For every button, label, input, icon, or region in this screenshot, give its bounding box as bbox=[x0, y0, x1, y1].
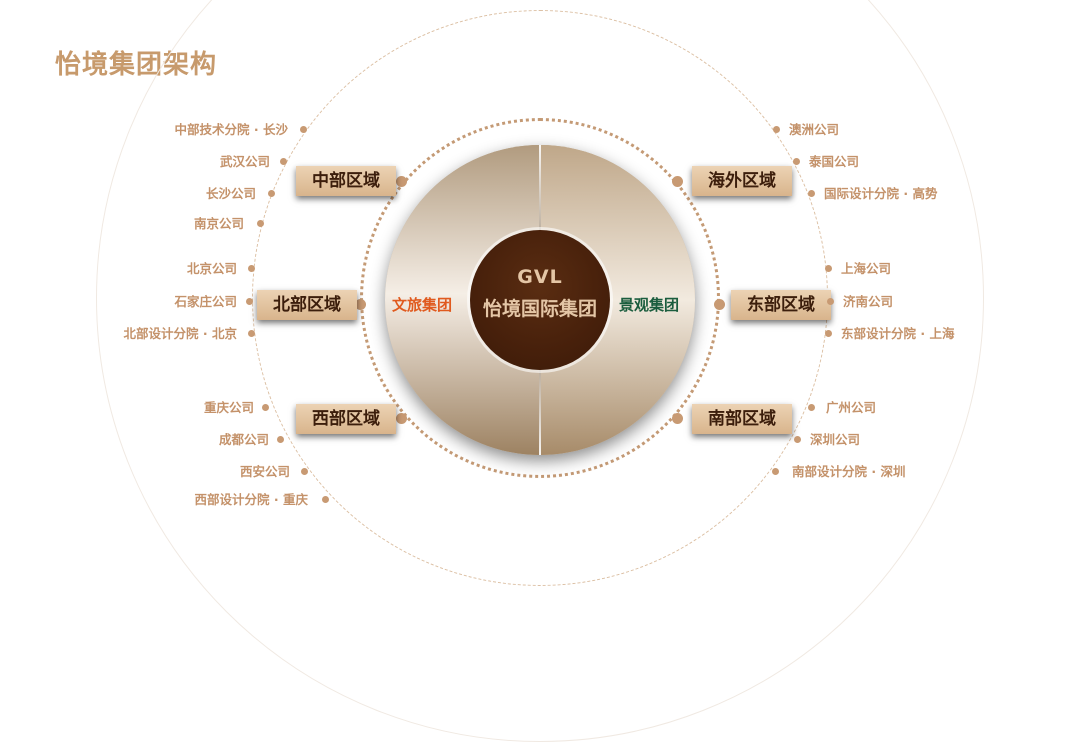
branch-central-1: 中部技术分院 · 长沙 bbox=[174, 122, 288, 137]
core-circle: GVL 怡境国际集团 bbox=[470, 230, 610, 370]
branch-dot bbox=[793, 158, 800, 165]
group-landscape: 景观集团 bbox=[619, 296, 680, 314]
branch-west-1: 重庆公司 bbox=[203, 400, 254, 415]
node-dot bbox=[714, 299, 725, 310]
region-south: 南部区域 bbox=[692, 404, 792, 434]
branch-east-1: 上海公司 bbox=[841, 261, 892, 276]
branch-north-3: 北部设计分院 · 北京 bbox=[123, 326, 237, 341]
branch-dot bbox=[280, 158, 287, 165]
branch-north-2: 石家庄公司 bbox=[174, 294, 237, 309]
group-culture-tourism: 文旅集团 bbox=[392, 296, 453, 314]
region-overseas: 海外区域 bbox=[692, 166, 792, 196]
branch-overseas-1: 澳洲公司 bbox=[789, 122, 840, 137]
node-dot bbox=[672, 413, 683, 424]
branch-dot bbox=[794, 436, 801, 443]
branch-dot bbox=[825, 265, 832, 272]
node-dot bbox=[355, 299, 366, 310]
branch-south-2: 深圳公司 bbox=[810, 432, 861, 447]
branch-dot bbox=[246, 298, 253, 305]
core-name: 怡境国际集团 bbox=[482, 298, 597, 320]
branch-central-4: 南京公司 bbox=[193, 216, 244, 231]
branch-dot bbox=[827, 298, 834, 305]
branch-overseas-3: 国际设计分院 · 高势 bbox=[824, 186, 938, 201]
branch-east-2: 济南公司 bbox=[843, 294, 894, 309]
branch-dot bbox=[262, 404, 269, 411]
inner-orbit bbox=[360, 118, 720, 478]
branch-south-1: 广州公司 bbox=[826, 400, 877, 415]
branch-dot bbox=[248, 330, 255, 337]
branch-dot bbox=[268, 190, 275, 197]
region-north: 北部区域 bbox=[257, 290, 357, 320]
branch-west-4: 西部设计分院 · 重庆 bbox=[194, 492, 308, 507]
branch-dot bbox=[825, 330, 832, 337]
branch-dot bbox=[808, 190, 815, 197]
region-east: 东部区域 bbox=[731, 290, 831, 320]
branch-dot bbox=[322, 496, 329, 503]
branch-central-2: 武汉公司 bbox=[219, 154, 270, 169]
org-chart: 怡境集团架构 GVL 怡境国际集团 文旅集团 景观集团 中部区域 北部区域 西部… bbox=[55, 0, 984, 742]
branch-east-3: 东部设计分院 · 上海 bbox=[841, 326, 955, 341]
branch-dot bbox=[772, 468, 779, 475]
branch-dot bbox=[773, 126, 780, 133]
branch-dot bbox=[808, 404, 815, 411]
branch-dot bbox=[257, 220, 264, 227]
branch-dot bbox=[248, 265, 255, 272]
node-dot bbox=[672, 176, 683, 187]
node-dot bbox=[396, 413, 407, 424]
branch-south-3: 南部设计分院 · 深圳 bbox=[792, 464, 906, 479]
branch-overseas-2: 泰国公司 bbox=[809, 154, 860, 169]
branch-dot bbox=[277, 436, 284, 443]
branch-dot bbox=[301, 468, 308, 475]
branch-central-3: 长沙公司 bbox=[205, 186, 256, 201]
branch-dot bbox=[300, 126, 307, 133]
region-central: 中部区域 bbox=[296, 166, 396, 196]
region-west: 西部区域 bbox=[296, 404, 396, 434]
branch-north-1: 北京公司 bbox=[186, 261, 237, 276]
branch-west-3: 西安公司 bbox=[239, 464, 290, 479]
node-dot bbox=[396, 176, 407, 187]
core-code: GVL bbox=[517, 266, 563, 288]
branch-west-2: 成都公司 bbox=[218, 432, 269, 447]
